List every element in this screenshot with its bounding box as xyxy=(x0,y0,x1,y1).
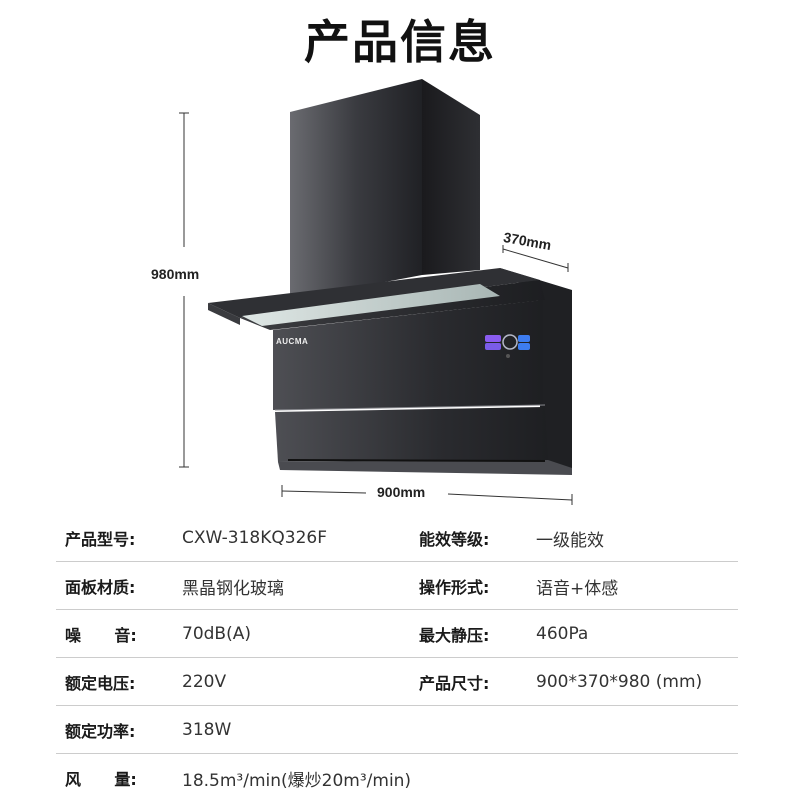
spec-label-model: 产品型号: xyxy=(65,530,136,549)
sensor-icon xyxy=(506,354,510,358)
control-button-icon xyxy=(518,343,530,350)
brand-logo: AUCMA xyxy=(276,337,309,346)
chimney-front xyxy=(290,79,422,300)
spec-label-airflow: 风 量: xyxy=(65,770,137,789)
spec-value-efficiency: 一级能效 xyxy=(536,530,604,551)
width-dimension-line xyxy=(281,485,573,505)
hood-lower-panel xyxy=(275,407,548,462)
spec-value-dimensions: 900*370*980 (mm) xyxy=(536,672,703,692)
spec-value-voltage: 220V xyxy=(182,672,227,692)
spec-row: 噪 音: 70dB(A) 最大静压: 460Pa xyxy=(56,610,738,658)
spec-row: 额定电压: 220V 产品尺寸: 900*370*980 (mm) xyxy=(56,658,738,706)
control-button-icon xyxy=(485,335,501,342)
spec-value-noise: 70dB(A) xyxy=(182,624,251,644)
spec-label-voltage: 额定电压: xyxy=(65,674,136,693)
spec-value-model: CXW-318KQ326F xyxy=(182,528,327,548)
spec-label-panel-material: 面板材质: xyxy=(65,578,136,597)
height-dimension-line xyxy=(179,112,189,468)
spec-label-power: 额定功率: xyxy=(65,722,136,741)
spec-label-noise: 噪 音: xyxy=(65,626,137,645)
light-strip xyxy=(242,284,500,326)
hood-side xyxy=(500,268,572,470)
control-panel xyxy=(485,334,530,358)
spec-label-efficiency: 能效等级: xyxy=(419,530,490,549)
control-button-icon xyxy=(485,343,501,350)
control-button-icon xyxy=(518,335,530,342)
spec-row: 额定功率: 318W xyxy=(56,706,738,754)
spec-value-static-pressure: 460Pa xyxy=(536,624,589,644)
spec-value-power: 318W xyxy=(182,720,232,740)
chimney-side xyxy=(422,79,480,275)
product-figure: AUCMA 980mm 370mm 900mm xyxy=(151,79,573,505)
power-dial-icon xyxy=(502,334,518,350)
spec-row: 产品型号: CXW-318KQ326F 能效等级: 一级能效 xyxy=(56,514,738,562)
spec-value-operation: 语音+体感 xyxy=(536,578,619,599)
spec-table: 产品型号: CXW-318KQ326F 能效等级: 一级能效 面板材质: 黑晶钢… xyxy=(56,514,738,800)
width-dimension-label: 900mm xyxy=(377,484,426,500)
spec-label-static-pressure: 最大静压: xyxy=(419,626,490,645)
hood-front-panel xyxy=(273,300,543,410)
range-hood-illustration xyxy=(179,79,572,475)
page-title: 产品信息 xyxy=(304,15,496,69)
spec-value-panel-material: 黑晶钢化玻璃 xyxy=(182,578,284,599)
spec-value-airflow: 18.5m³/min(爆炒20m³/min) xyxy=(182,770,412,791)
spec-label-operation: 操作形式: xyxy=(419,578,490,597)
spec-row: 面板材质: 黑晶钢化玻璃 操作形式: 语音+体感 xyxy=(56,562,738,610)
spec-label-dimensions: 产品尺寸: xyxy=(419,674,490,693)
spec-row: 风 量: 18.5m³/min(爆炒20m³/min) xyxy=(56,754,738,800)
height-dimension-label: 980mm xyxy=(151,266,200,282)
